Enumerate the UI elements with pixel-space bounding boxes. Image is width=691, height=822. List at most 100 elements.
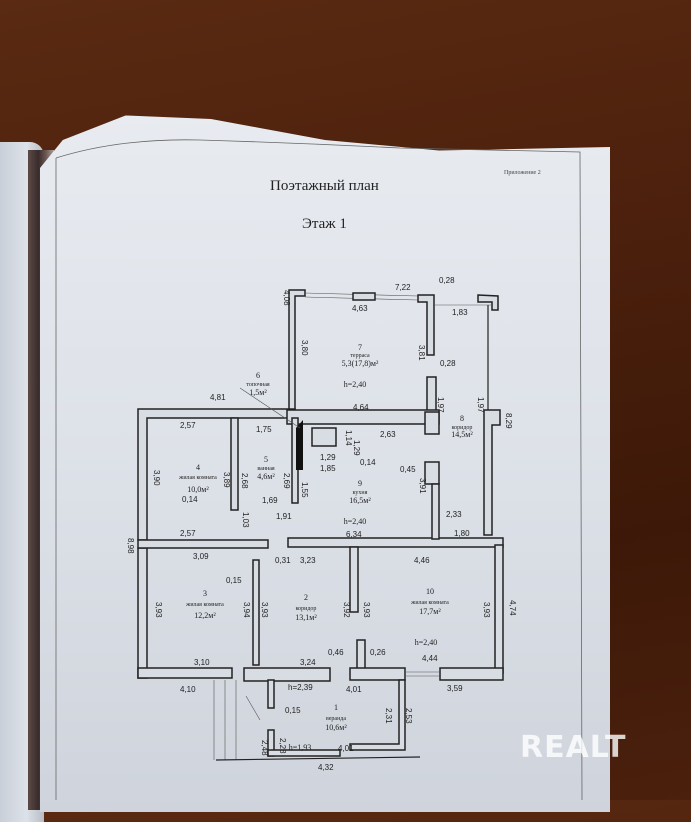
svg-text:2,69: 2,69 bbox=[282, 473, 291, 489]
svg-text:3,93: 3,93 bbox=[362, 602, 371, 618]
svg-text:1,91: 1,91 bbox=[276, 512, 292, 521]
svg-text:0,14: 0,14 bbox=[182, 495, 198, 504]
svg-text:8,98: 8,98 bbox=[126, 538, 135, 554]
floor-label: Этаж 1 bbox=[302, 216, 347, 232]
svg-text:4: 4 bbox=[196, 463, 200, 472]
svg-text:1,75: 1,75 bbox=[256, 425, 272, 434]
svg-text:9: 9 bbox=[358, 479, 362, 488]
svg-text:2,33: 2,33 bbox=[446, 510, 462, 519]
svg-text:коридор: коридор bbox=[296, 606, 317, 612]
svg-text:1,03: 1,03 bbox=[241, 512, 250, 528]
label-room-8: 8 коридор 14,5м² bbox=[451, 414, 473, 439]
svg-text:кухня: кухня bbox=[353, 490, 368, 496]
label-room-4: 4 жилая комната 10,0м² bbox=[178, 463, 217, 494]
svg-text:0,45: 0,45 bbox=[400, 465, 416, 474]
svg-text:2,57: 2,57 bbox=[180, 529, 196, 538]
svg-text:1,55: 1,55 bbox=[300, 482, 309, 498]
svg-text:3,93: 3,93 bbox=[260, 602, 269, 618]
svg-text:коридор: коридор bbox=[452, 425, 473, 431]
svg-text:4,08: 4,08 bbox=[282, 290, 291, 306]
svg-text:3,90: 3,90 bbox=[152, 470, 161, 486]
label-room-10: 10 жилая комната 17,7м² h=2,40 bbox=[410, 587, 449, 647]
svg-text:3: 3 bbox=[203, 589, 207, 598]
svg-text:12,2м²: 12,2м² bbox=[194, 611, 216, 620]
svg-text:жилая комната: жилая комната bbox=[178, 475, 217, 481]
label-room-7: 7 терраса 5,3(17,8)м² h=2,40 bbox=[342, 343, 379, 389]
svg-text:h=2,40: h=2,40 bbox=[415, 638, 438, 647]
svg-text:4,01: 4,01 bbox=[346, 685, 362, 694]
svg-text:3,59: 3,59 bbox=[447, 684, 463, 693]
svg-text:0,14: 0,14 bbox=[360, 458, 376, 467]
svg-text:3,92: 3,92 bbox=[342, 602, 351, 618]
svg-text:терраса: терраса bbox=[350, 353, 370, 359]
svg-text:1,5м²: 1,5м² bbox=[249, 388, 267, 397]
main-walls bbox=[137, 408, 504, 682]
svg-text:1,69: 1,69 bbox=[262, 496, 278, 505]
svg-text:h=2,39: h=2,39 bbox=[288, 683, 313, 692]
svg-text:1,14: 1,14 bbox=[344, 430, 353, 446]
svg-text:0,15: 0,15 bbox=[226, 576, 242, 585]
svg-text:3,94: 3,94 bbox=[242, 602, 251, 618]
plan-title: Поэтажный план bbox=[270, 178, 379, 194]
svg-text:3,23: 3,23 bbox=[300, 556, 316, 565]
svg-text:3,24: 3,24 bbox=[300, 658, 316, 667]
svg-text:10: 10 bbox=[426, 587, 434, 596]
svg-text:4,63: 4,63 bbox=[352, 304, 368, 313]
appendix-label: Приложение 2 bbox=[504, 170, 541, 176]
svg-text:3,93: 3,93 bbox=[154, 602, 163, 618]
svg-text:1: 1 bbox=[334, 703, 338, 712]
svg-text:17,7м²: 17,7м² bbox=[419, 607, 441, 616]
svg-text:6: 6 bbox=[256, 371, 260, 380]
svg-text:2,57: 2,57 bbox=[180, 421, 196, 430]
svg-text:1,83: 1,83 bbox=[452, 308, 468, 317]
svg-text:4,64: 4,64 bbox=[353, 403, 369, 412]
label-room-6: 6 топочная 1,5м² bbox=[239, 371, 301, 429]
label-room-1: 1 веранда 10,6м² h=1,93 bbox=[289, 703, 348, 752]
svg-text:2,53: 2,53 bbox=[404, 708, 413, 724]
label-room-2: 2 коридор 13,1м² bbox=[295, 593, 317, 622]
svg-text:2,68: 2,68 bbox=[240, 473, 249, 489]
svg-text:6,34: 6,34 bbox=[346, 530, 362, 539]
svg-text:4,46: 4,46 bbox=[414, 556, 430, 565]
svg-text:7: 7 bbox=[358, 343, 362, 352]
svg-text:h=2,40: h=2,40 bbox=[344, 380, 367, 389]
svg-text:3,80: 3,80 bbox=[300, 340, 309, 356]
svg-text:0,28: 0,28 bbox=[440, 359, 456, 368]
svg-text:веранда: веранда bbox=[326, 716, 346, 722]
svg-text:1,29: 1,29 bbox=[320, 453, 336, 462]
svg-text:4,01: 4,01 bbox=[338, 744, 354, 753]
svg-text:жилая комната: жилая комната bbox=[185, 602, 224, 608]
document-page bbox=[40, 115, 610, 812]
svg-text:10,6м²: 10,6м² bbox=[325, 723, 347, 732]
svg-text:1,80: 1,80 bbox=[454, 529, 470, 538]
svg-text:2,48: 2,48 bbox=[260, 740, 269, 756]
svg-text:2,31: 2,31 bbox=[384, 708, 393, 724]
svg-text:0,28: 0,28 bbox=[439, 276, 455, 285]
svg-text:0,46: 0,46 bbox=[328, 648, 344, 657]
dimension-labels: 7,22 0,28 4,63 1,83 0,28 4,64 4,81 2,57 … bbox=[126, 276, 517, 772]
svg-text:2,63: 2,63 bbox=[380, 430, 396, 439]
svg-text:1,29: 1,29 bbox=[352, 440, 361, 456]
svg-text:0,15: 0,15 bbox=[285, 706, 301, 715]
svg-text:8,29: 8,29 bbox=[504, 413, 513, 429]
svg-text:3,10: 3,10 bbox=[194, 658, 210, 667]
svg-text:3,09: 3,09 bbox=[193, 552, 209, 561]
svg-text:16,5м²: 16,5м² bbox=[349, 496, 371, 505]
svg-text:3,93: 3,93 bbox=[482, 602, 491, 618]
svg-text:4,32: 4,32 bbox=[318, 763, 334, 772]
svg-text:3,89: 3,89 bbox=[222, 472, 231, 488]
svg-text:7,22: 7,22 bbox=[395, 283, 411, 292]
svg-text:14,5м²: 14,5м² bbox=[451, 430, 473, 439]
svg-text:4,74: 4,74 bbox=[508, 600, 517, 616]
interior-walls bbox=[230, 417, 440, 757]
svg-text:3,91: 3,91 bbox=[418, 478, 427, 494]
realt-watermark: REALT bbox=[520, 730, 627, 765]
svg-text:топочная: топочная bbox=[246, 382, 269, 388]
svg-text:ванная: ванная bbox=[257, 466, 275, 472]
svg-text:h=1,93: h=1,93 bbox=[289, 743, 312, 752]
svg-text:h=2,40: h=2,40 bbox=[344, 517, 367, 526]
svg-text:жилая комната: жилая комната bbox=[410, 600, 449, 606]
svg-text:0,26: 0,26 bbox=[370, 648, 386, 657]
page-frame bbox=[55, 139, 583, 800]
label-room-5: 5 ванная 4,6м² bbox=[257, 455, 275, 481]
